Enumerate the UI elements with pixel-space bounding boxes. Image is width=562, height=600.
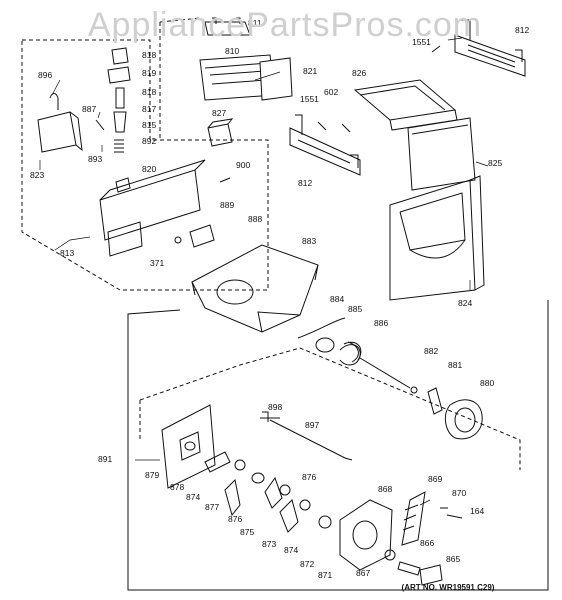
art-number: (ART NO. WR19591 C29) (402, 583, 495, 592)
callout-887: 887 (82, 104, 96, 114)
callout-825: 825 (488, 158, 502, 168)
callout-889: 889 (220, 200, 234, 210)
callout-818a: 818 (142, 50, 156, 60)
callout-892: 892 (142, 136, 156, 146)
dispenser-inner-plane (139, 347, 521, 470)
callout-871: 871 (318, 570, 332, 580)
callout-1551a: 1551 (412, 37, 431, 47)
cam-stack (204, 451, 332, 533)
callout-865: 865 (446, 554, 460, 564)
bracket-812-middle (289, 114, 361, 176)
callout-867: 867 (356, 568, 370, 578)
callout-823: 823 (30, 170, 44, 180)
callout-900: 900 (236, 160, 250, 170)
gear-housing-868 (339, 499, 393, 571)
callout-820: 820 (142, 164, 156, 174)
callout-879: 879 (145, 470, 159, 480)
callout-877: 877 (205, 502, 219, 512)
callout-891: 891 (98, 454, 112, 464)
callout-868: 868 (378, 484, 392, 494)
callout-885: 885 (348, 304, 362, 314)
callout-layer: 811 812 1551 818 810 819 821 826 896 818 1551 602 81… (30, 18, 529, 580)
bracket-812-upper (454, 19, 526, 77)
callout-812b: 812 (298, 178, 312, 188)
callout-164: 164 (470, 506, 484, 516)
bracket-869 (401, 491, 463, 546)
callout-827: 827 (212, 108, 226, 118)
callout-824: 824 (458, 298, 472, 308)
callout-898: 898 (268, 402, 282, 412)
callout-813: 813 (60, 248, 74, 258)
callout-883: 883 (302, 236, 316, 246)
callout-866: 866 (420, 538, 434, 548)
chute-housing-824 (389, 175, 485, 301)
screw-1551 (317, 45, 441, 131)
callout-896: 896 (38, 70, 52, 80)
icemaker-bracket-811 (204, 17, 251, 36)
auger-motor-parts (410, 386, 483, 440)
callout-874b: 874 (284, 545, 298, 555)
callout-870: 870 (452, 488, 466, 498)
callout-882: 882 (424, 346, 438, 356)
callout-821: 821 (303, 66, 317, 76)
callout-888: 888 (248, 214, 262, 224)
icemaker-810 (199, 54, 293, 101)
subassembly-813-boundary (21, 39, 269, 291)
callout-880: 880 (480, 378, 494, 388)
watermark: AppliancePartsPros.com (87, 6, 483, 44)
solenoid-823 (37, 93, 83, 153)
valve-parts (107, 47, 131, 153)
callout-810: 810 (225, 46, 239, 56)
icemaker-cover-827 (207, 118, 234, 147)
callout-869: 869 (428, 474, 442, 484)
callout-1551b: 1551 (300, 94, 319, 104)
callout-886: 886 (374, 318, 388, 328)
callout-878: 878 (170, 482, 184, 492)
callout-884: 884 (330, 294, 344, 304)
callout-817: 817 (142, 104, 156, 114)
callout-897: 897 (305, 420, 319, 430)
callout-371: 371 (150, 258, 164, 268)
callout-893: 893 (88, 154, 102, 164)
auger-parts (297, 317, 411, 389)
callout-826: 826 (352, 68, 366, 78)
callout-876b: 876 (302, 472, 316, 482)
callout-875: 875 (240, 527, 254, 537)
leader-lines (39, 37, 489, 506)
plate-879 (161, 404, 216, 489)
rod-897 (260, 411, 353, 461)
dispenser-assembly-891-boundary (127, 300, 549, 591)
callout-881: 881 (448, 360, 462, 370)
ice-bucket-883 (191, 244, 319, 333)
callout-874a: 874 (186, 492, 200, 502)
callout-602: 602 (324, 87, 338, 97)
callout-811: 811 (248, 18, 262, 28)
icemaker-boundary (159, 17, 201, 138)
screw-602 (341, 123, 351, 133)
callout-872: 872 (300, 559, 314, 569)
callout-873: 873 (262, 539, 276, 549)
panel-825 (407, 117, 476, 191)
callout-819: 819 (142, 68, 156, 78)
callout-812a: 812 (515, 25, 529, 35)
bracket-assembly-820 (99, 159, 231, 257)
callout-818b: 818 (142, 87, 156, 97)
callout-815: 815 (142, 120, 156, 130)
pin-887 (95, 119, 105, 131)
callout-876a: 876 (228, 514, 242, 524)
lower-parts (384, 549, 443, 586)
